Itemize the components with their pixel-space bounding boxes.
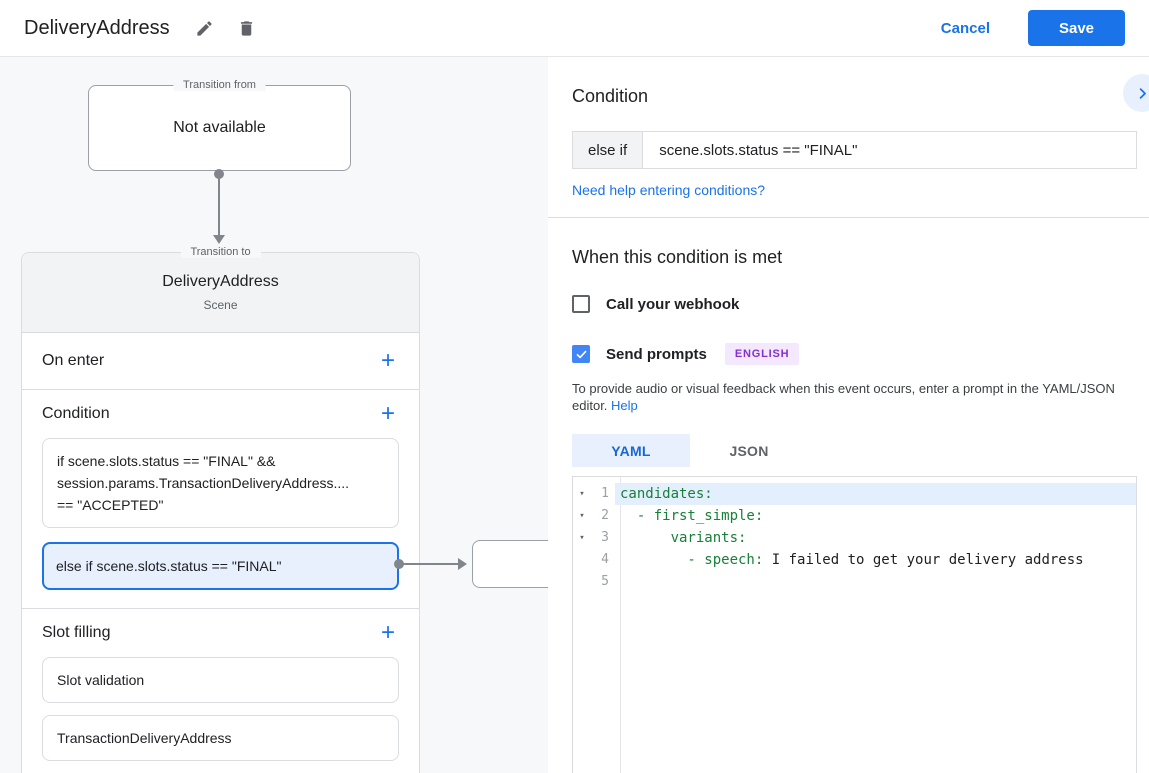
condition-section: Condition + if scene.slots.status == "FI… bbox=[22, 390, 419, 609]
condition-item-selected[interactable]: else if scene.slots.status == "FINAL" bbox=[42, 542, 399, 590]
tab-json[interactable]: JSON bbox=[729, 442, 769, 459]
fold-arrow-icon[interactable]: ▾ bbox=[579, 489, 585, 499]
send-prompts-row: Send prompts ENGLISH bbox=[572, 343, 1149, 365]
code-line: ▾ 3 variants: bbox=[573, 527, 1136, 549]
condition-section-title: Condition bbox=[42, 405, 110, 422]
connector-line bbox=[218, 175, 220, 235]
condition-expression-row: else if scene.slots.status == "FINAL" bbox=[572, 131, 1137, 169]
language-badge: ENGLISH bbox=[724, 343, 800, 365]
scene-diagram-canvas: Transition from Not available Transition… bbox=[0, 57, 548, 773]
condition-prefix: else if bbox=[573, 132, 644, 168]
conditions-help-link[interactable]: Need help entering conditions? bbox=[572, 182, 766, 198]
webhook-row: Call your webhook bbox=[572, 295, 1149, 313]
slot-item[interactable]: TransactionDeliveryAddress bbox=[42, 715, 399, 761]
transition-to-card: Transition to DeliveryAddress Scene On e… bbox=[21, 246, 420, 773]
scene-type: Scene bbox=[203, 298, 238, 312]
arrow-down-icon bbox=[213, 235, 225, 244]
transition-from-content: Not available bbox=[173, 119, 266, 136]
scene-card-header: DeliveryAddress Scene bbox=[22, 253, 419, 333]
transition-from-label: Transition from bbox=[173, 79, 266, 91]
panel-title: Condition bbox=[572, 86, 649, 106]
line-number: 3 bbox=[601, 530, 609, 545]
condition-expression-input[interactable]: scene.slots.status == "FINAL" bbox=[659, 141, 858, 159]
code-line: ▾ 1 candidates: bbox=[573, 483, 1136, 505]
edit-icon[interactable] bbox=[194, 17, 216, 39]
connector-dot bbox=[214, 169, 224, 179]
slot-filling-title: Slot filling bbox=[42, 624, 111, 641]
scene-name: DeliveryAddress bbox=[162, 273, 279, 290]
connector-line bbox=[402, 563, 458, 565]
when-condition-met-title: When this condition is met bbox=[572, 247, 783, 267]
condition-editor-panel: Condition else if scene.slots.status == … bbox=[548, 57, 1149, 773]
gutter-separator bbox=[620, 477, 621, 773]
line-number: 5 bbox=[601, 574, 609, 589]
editor-tabs: YAML JSON bbox=[572, 434, 1149, 467]
slot-filling-section: Slot filling + Slot validation Transacti… bbox=[22, 609, 419, 773]
call-webhook-label: Call your webhook bbox=[606, 295, 740, 313]
chevron-right-icon bbox=[1139, 87, 1146, 99]
send-prompts-checkbox[interactable] bbox=[572, 345, 590, 363]
call-webhook-checkbox[interactable] bbox=[572, 295, 590, 313]
on-enter-section: On enter + bbox=[22, 333, 419, 390]
on-enter-title: On enter bbox=[42, 352, 105, 369]
cancel-button[interactable]: Cancel bbox=[940, 19, 990, 37]
condition-item[interactable]: if scene.slots.status == "FINAL" && sess… bbox=[42, 438, 399, 528]
add-slot-icon[interactable]: + bbox=[380, 619, 395, 646]
arrow-right-icon bbox=[458, 558, 467, 570]
add-condition-icon[interactable]: + bbox=[380, 400, 395, 427]
line-number: 1 bbox=[601, 486, 609, 501]
code-line: ▾ 2 - first_simple: bbox=[573, 505, 1136, 527]
checkmark-icon bbox=[576, 350, 586, 358]
transition-to-label: Transition to bbox=[180, 246, 261, 258]
collapse-panel-button[interactable] bbox=[1123, 74, 1149, 112]
transition-target-node bbox=[472, 540, 548, 588]
add-on-enter-icon[interactable]: + bbox=[380, 347, 395, 374]
send-prompts-label: Send prompts bbox=[606, 345, 707, 363]
code-line: 4 - speech: I failed to get your deliver… bbox=[573, 549, 1136, 571]
fold-arrow-icon[interactable]: ▾ bbox=[579, 533, 585, 543]
yaml-code-editor[interactable]: ▾ 1 candidates: ▾ 2 - first_simple: ▾ 3 … bbox=[572, 476, 1137, 773]
transition-from-node: Transition from Not available bbox=[88, 79, 351, 171]
prompts-description: To provide audio or visual feedback when… bbox=[572, 381, 1115, 413]
save-button[interactable]: Save bbox=[1028, 10, 1125, 46]
tab-yaml[interactable]: YAML bbox=[572, 434, 690, 467]
fold-arrow-icon[interactable]: ▾ bbox=[579, 511, 585, 521]
slot-item[interactable]: Slot validation bbox=[42, 657, 399, 703]
delete-icon[interactable] bbox=[236, 17, 258, 39]
panel-divider bbox=[548, 217, 1149, 218]
code-line: 5 bbox=[573, 571, 1136, 593]
connector-dot bbox=[394, 559, 404, 569]
top-bar: DeliveryAddress Cancel Save bbox=[0, 0, 1149, 57]
page-title: DeliveryAddress bbox=[24, 16, 170, 39]
line-number: 2 bbox=[601, 508, 609, 523]
help-link[interactable]: Help bbox=[611, 398, 638, 413]
line-number: 4 bbox=[601, 552, 609, 567]
